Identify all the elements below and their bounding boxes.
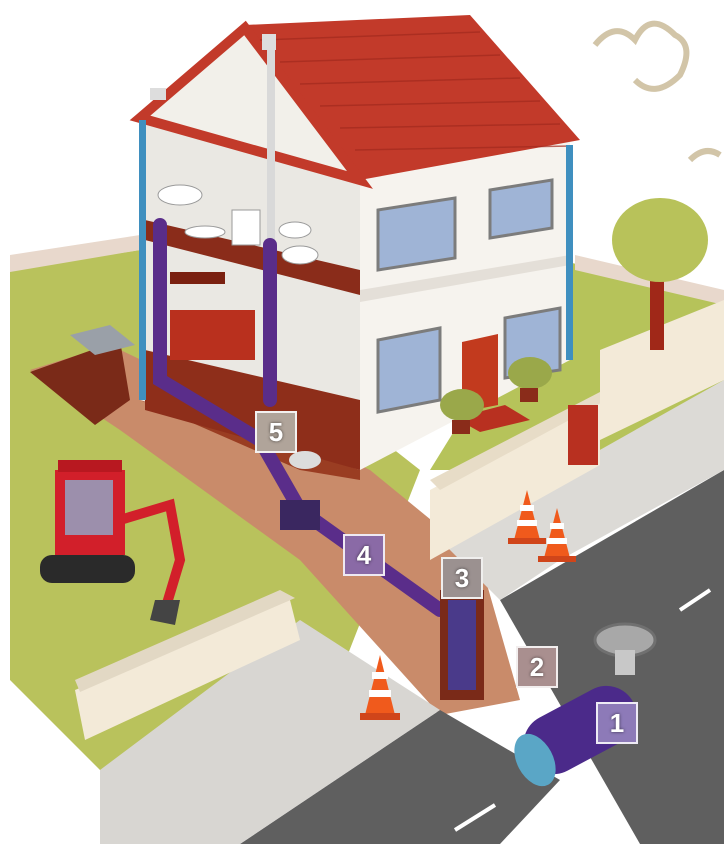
marker-5: 5 — [255, 411, 297, 453]
marker-1: 1 — [596, 702, 638, 744]
toilet-tank — [232, 210, 260, 245]
manhole-shaft — [615, 650, 635, 675]
shelf — [170, 272, 225, 284]
window-upper-right — [490, 180, 552, 238]
chimney-vent — [262, 34, 276, 50]
clouds — [595, 24, 720, 160]
toilet-bowl — [282, 246, 318, 264]
window-upper-left — [378, 198, 455, 270]
toilet-ground-floor — [289, 451, 321, 469]
garden-gate — [568, 405, 598, 465]
basin-upper-right — [279, 222, 311, 238]
marker-4: 4 — [343, 534, 385, 576]
bathtub — [185, 226, 225, 238]
sewer-shaft-inner — [448, 600, 476, 690]
vent-left — [150, 88, 166, 100]
window-lower-left — [378, 328, 440, 412]
washbasin-upper — [158, 185, 202, 205]
sink-cabinet — [170, 310, 255, 360]
downpipe-right — [566, 145, 573, 360]
downpipe-left — [139, 120, 146, 400]
inspection-chamber — [280, 500, 320, 530]
marker-2: 2 — [516, 646, 558, 688]
marker-3: 3 — [441, 557, 483, 599]
